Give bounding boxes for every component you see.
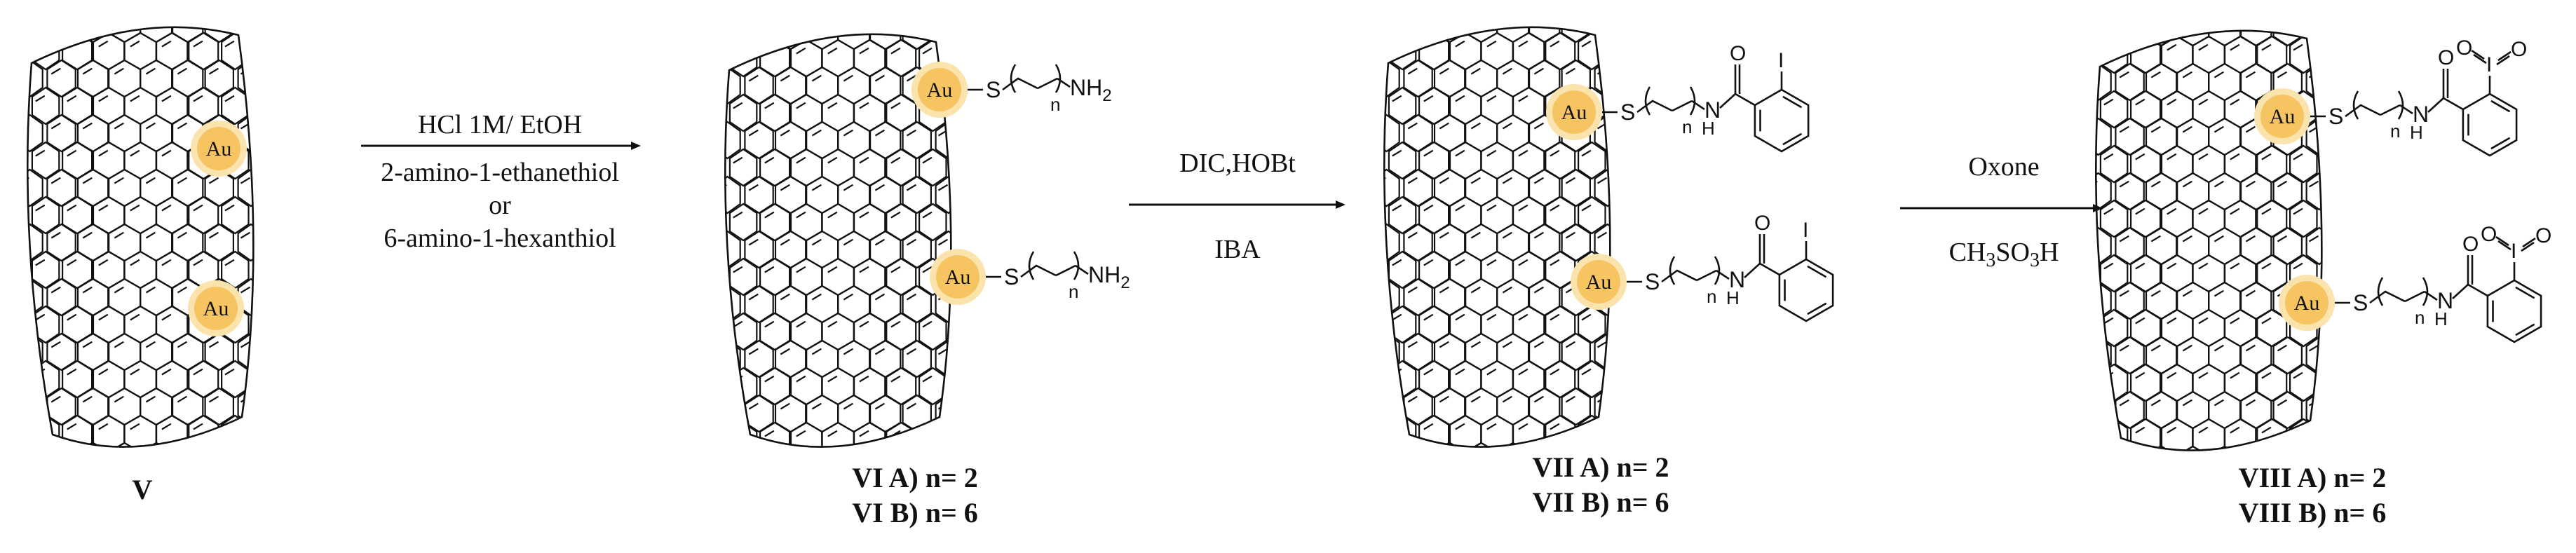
carbonyl-oxygen: O <box>1754 212 1770 235</box>
sulfur-atom: S <box>2353 290 2368 315</box>
amide-hydrogen: H <box>1702 118 1715 139</box>
sulfur-atom: S <box>1004 264 1019 289</box>
carbonyl-oxygen: O <box>2438 46 2454 69</box>
nanotube-V <box>26 26 255 448</box>
sulfur-atom: S <box>1645 269 1660 294</box>
iodoxy-oxygen: O <box>2535 224 2551 247</box>
amide-nitrogen: N <box>1704 97 1721 123</box>
gold-label: Au <box>206 137 232 161</box>
gold-label: Au <box>1561 101 1587 124</box>
iodoxy-oxygen: O <box>2481 223 2497 246</box>
gold-nanoparticle: Au <box>930 249 986 305</box>
reaction-arrow-1: HCl 1M/ EtOH 2-amino-1-ethanethiol or 6-… <box>361 110 641 253</box>
sulfur-atom: S <box>986 77 1001 102</box>
amide-nitrogen: N <box>2437 288 2453 313</box>
reaction-arrow-3: Oxone CH3SO3H <box>1900 152 2103 271</box>
gold-label: Au <box>203 297 229 320</box>
gold-nanoparticle: Au <box>2279 275 2335 331</box>
reagent-label: 2-amino-1-ethanethiol <box>381 158 619 187</box>
compound-label: VII B) n= 6 <box>1532 486 1669 518</box>
repeat-subscript: n <box>1050 94 1060 115</box>
thiol-chain: Sn NH2 <box>968 64 1112 115</box>
iodine-atom: I <box>1803 219 1808 242</box>
amide-nitrogen: N <box>2413 102 2429 127</box>
compound-label: V <box>133 474 153 505</box>
repeat-subscript: n <box>1707 286 1716 307</box>
gold-label: Au <box>2294 292 2320 315</box>
gold-label: Au <box>945 266 971 289</box>
gold-nanoparticle: Au <box>191 121 247 177</box>
iodine-atom: I <box>1778 49 1784 72</box>
iodine-atom: I <box>2511 240 2516 263</box>
reagent-label: or <box>489 191 511 220</box>
gold-nanoparticle: Au <box>188 280 244 336</box>
amide-nitrogen: N <box>1729 267 1745 292</box>
iodoxy-oxygen: O <box>2511 38 2527 61</box>
iodine-atom: I <box>2486 53 2492 76</box>
reagent-label: IBA <box>1214 235 1261 264</box>
sulfur-atom: S <box>1620 100 1635 125</box>
amine-group: NH2 <box>1070 75 1112 105</box>
nanotube-VI <box>724 33 952 448</box>
amide-hydrogen: H <box>2410 122 2423 143</box>
gold-nanoparticle: Au <box>911 62 968 118</box>
gold-label: Au <box>2270 105 2296 128</box>
structure-V: Au Au V <box>26 26 255 505</box>
carbonyl-oxygen: O <box>1730 42 1746 65</box>
compound-label: VI B) n= 6 <box>852 497 978 528</box>
amide-hydrogen: H <box>1726 287 1740 308</box>
compound-label: VII A) n= 2 <box>1532 451 1669 483</box>
reaction-arrow-2: DIC,HOBt IBA <box>1129 149 1345 264</box>
gold-label: Au <box>927 78 953 102</box>
iodoxy-oxygen: O <box>2456 36 2472 60</box>
reagent-label: 6-amino-1-hexanthiol <box>384 224 616 253</box>
repeat-subscript: n <box>1069 281 1078 302</box>
compound-label: VIII A) n= 2 <box>2239 462 2387 493</box>
gold-label: Au <box>1586 271 1612 294</box>
compound-label: VIII B) n= 6 <box>2239 497 2387 528</box>
amine-group: NH2 <box>1088 262 1130 292</box>
repeat-subscript: n <box>1682 116 1692 137</box>
reagent-label: Oxone <box>1968 152 2039 182</box>
repeat-subscript: n <box>2415 307 2425 328</box>
gold-nanoparticle: Au <box>1571 254 1627 310</box>
reagent-label: HCl 1M/ EtOH <box>418 110 582 139</box>
reagent-label: CH3SO3H <box>1949 238 2059 271</box>
gold-nanoparticle: Au <box>1546 84 1602 140</box>
nanotube-VIII <box>2094 29 2323 451</box>
carbonyl-oxygen: O <box>2462 233 2479 256</box>
amide-hydrogen: H <box>2434 308 2448 329</box>
nanotube-VII <box>1383 26 1611 448</box>
compound-label: VI A) n= 2 <box>852 462 978 493</box>
repeat-subscript: n <box>2390 121 2400 142</box>
gold-nanoparticle: Au <box>2254 88 2310 144</box>
sulfur-atom: S <box>2328 104 2343 129</box>
reagent-label: DIC,HOBt <box>1179 149 1296 178</box>
thiol-chain: Sn NH2 <box>986 251 1130 302</box>
